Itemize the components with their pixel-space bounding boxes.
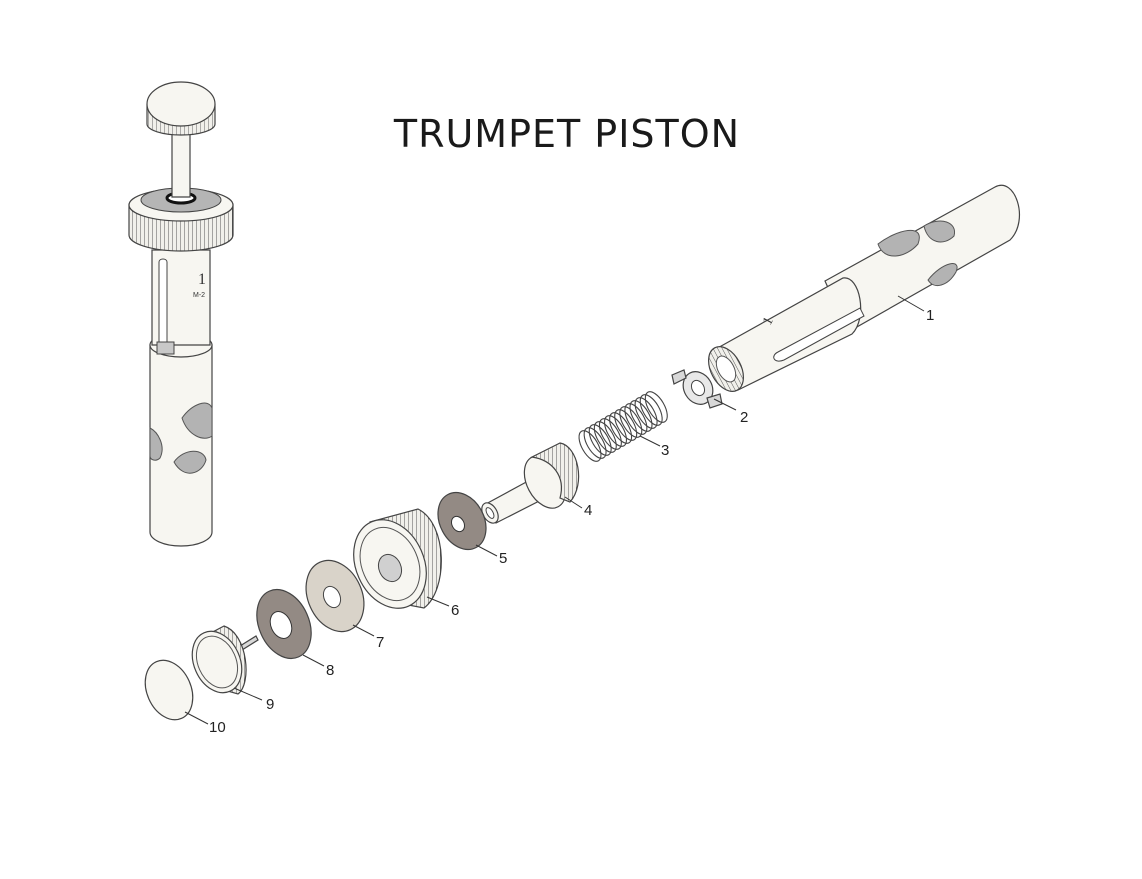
- part-7-felt-washer-light: [305, 559, 365, 633]
- spring-coil: [629, 400, 653, 432]
- part-2-valve-guide: [671, 369, 723, 409]
- callouts: 1 2 3 4 5 6 7 8 9 10: [184, 295, 934, 736]
- callout-number-10: 10: [209, 719, 226, 736]
- part-1-piston-body: 1: [708, 184, 1020, 392]
- part-8-felt-washer-dark: [256, 588, 312, 660]
- spring-coil: [583, 427, 607, 459]
- port-hole: [181, 402, 213, 439]
- diagram-title: TRUMPET PISTON: [393, 112, 741, 156]
- callout-number-5: 5: [499, 550, 507, 567]
- callout-number-7: 7: [376, 634, 384, 651]
- spring-coil: [634, 397, 658, 429]
- callout-leader-5: [475, 544, 498, 557]
- callout-leader-6: [426, 596, 450, 607]
- spring-coil: [609, 412, 633, 444]
- piston-marking: 1: [198, 271, 206, 288]
- part-4-valve-stem: [481, 442, 580, 524]
- callout-leader-8: [302, 654, 325, 667]
- callout-number-1: 1: [926, 307, 934, 324]
- spring-coil: [598, 418, 622, 450]
- callout-leader-9: [233, 687, 263, 701]
- assembled-piston: 1 M-2: [128, 81, 234, 547]
- port-hole: [173, 450, 207, 474]
- callout-number-9: 9: [266, 696, 274, 713]
- part-6-top-cap: [353, 508, 442, 609]
- part-3-spring: [578, 391, 668, 462]
- port-hole: [149, 427, 163, 461]
- spring-coil: [639, 394, 663, 426]
- part-9-finger-button-cap: [191, 625, 259, 695]
- part-5-felt-washer-top: [437, 491, 487, 551]
- callout-number-4: 4: [584, 502, 592, 519]
- spring-coil: [593, 421, 617, 453]
- spring-coil: [614, 409, 638, 441]
- callout-number-8: 8: [326, 662, 334, 679]
- spring-coil: [619, 406, 643, 438]
- spring-coil: [588, 424, 612, 456]
- callout-leader-4: [564, 496, 583, 509]
- callout-number-2: 2: [740, 409, 748, 426]
- callout-leader-7: [352, 624, 375, 637]
- spring-coil: [624, 403, 648, 435]
- spring-coil: [644, 391, 668, 423]
- callout-leader-10: [184, 711, 209, 725]
- spring-coil: [603, 415, 628, 447]
- piston-sub-marking: M-2: [193, 292, 205, 299]
- callout-leader-3: [639, 435, 661, 447]
- callout-number-6: 6: [451, 602, 459, 619]
- callout-number-3: 3: [661, 442, 669, 459]
- spring-coil: [578, 430, 602, 462]
- part-10-pearl-button: [144, 659, 194, 721]
- callout-leader-1: [897, 295, 925, 312]
- callout-leader-2: [713, 398, 737, 411]
